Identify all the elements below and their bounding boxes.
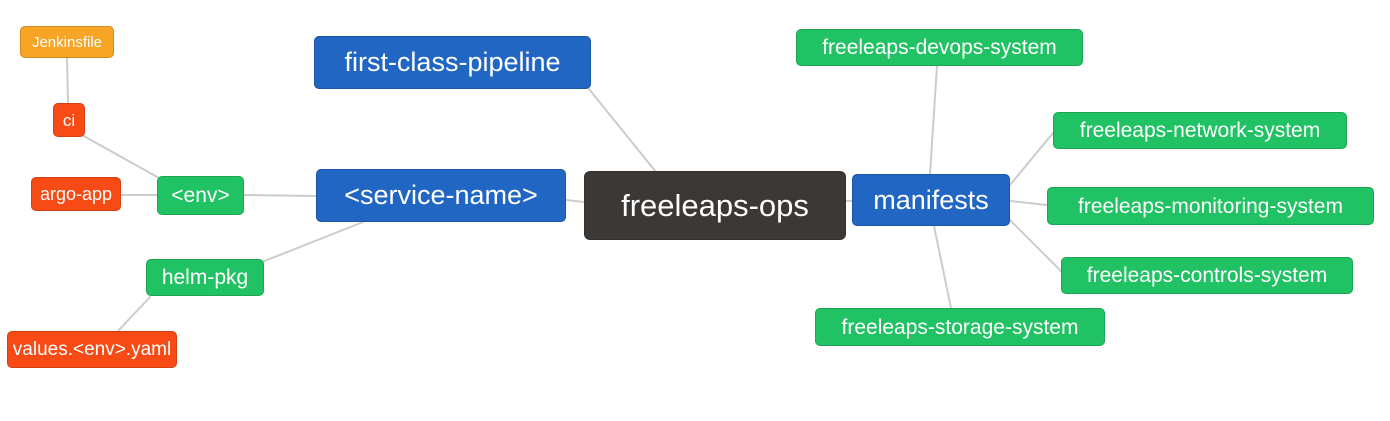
- edge-jenkinsfile-ci: [66, 57, 69, 104]
- edge-ci-env: [81, 134, 160, 179]
- node-freeleaps-ops[interactable]: freeleaps-ops: [584, 171, 846, 240]
- node-values-env-yaml[interactable]: values.<env>.yaml: [7, 331, 177, 368]
- node-first-class-pipeline[interactable]: first-class-pipeline: [314, 36, 591, 89]
- edge-manifests-network: [1009, 132, 1054, 186]
- edge-service-freeleaps-ops: [565, 199, 585, 203]
- node-freeleaps-ops-label: freeleaps-ops: [621, 188, 809, 223]
- edge-values-helm-pkg: [117, 296, 151, 332]
- node-freeleaps-storage-system[interactable]: freeleaps-storage-system: [815, 308, 1105, 346]
- node-service-name-label: <service-name>: [344, 180, 538, 210]
- edge-helm-pkg-service-name: [261, 221, 364, 263]
- edge-manifests-monitoring: [1009, 200, 1048, 206]
- node-freeleaps-storage-system-label: freeleaps-storage-system: [841, 315, 1079, 339]
- edge-manifests-storage: [933, 225, 952, 309]
- node-freeleaps-monitoring-system[interactable]: freeleaps-monitoring-system: [1047, 187, 1374, 225]
- node-argo-app[interactable]: argo-app: [31, 177, 121, 211]
- node-freeleaps-network-system-label: freeleaps-network-system: [1079, 119, 1321, 142]
- node-manifests[interactable]: manifests: [852, 174, 1010, 226]
- node-helm-pkg[interactable]: helm-pkg: [146, 259, 264, 296]
- node-jenkinsfile-label: Jenkinsfile: [31, 33, 103, 51]
- node-manifests-label: manifests: [873, 184, 989, 215]
- node-ci[interactable]: ci: [53, 103, 85, 137]
- node-freeleaps-devops-system-label: freeleaps-devops-system: [822, 36, 1057, 59]
- node-freeleaps-network-system[interactable]: freeleaps-network-system: [1053, 112, 1347, 149]
- node-freeleaps-monitoring-system-label: freeleaps-monitoring-system: [1078, 194, 1343, 218]
- node-service-name[interactable]: <service-name>: [316, 169, 566, 222]
- edge-manifests-devops: [929, 65, 938, 175]
- node-argo-app-label: argo-app: [39, 184, 113, 204]
- node-env[interactable]: <env>: [157, 176, 244, 215]
- node-values-env-yaml-label: values.<env>.yaml: [12, 339, 172, 360]
- edge-manifests-controls: [1007, 217, 1062, 272]
- node-freeleaps-devops-system[interactable]: freeleaps-devops-system: [796, 29, 1083, 66]
- node-first-class-pipeline-label: first-class-pipeline: [344, 47, 561, 77]
- edge-pipeline-freeleaps-ops: [588, 88, 657, 173]
- node-jenkinsfile[interactable]: Jenkinsfile: [20, 26, 114, 58]
- edge-env-service-name: [243, 194, 317, 197]
- node-freeleaps-controls-system[interactable]: freeleaps-controls-system: [1061, 257, 1353, 294]
- node-ci-label: ci: [62, 110, 76, 130]
- node-helm-pkg-label: helm-pkg: [161, 266, 249, 289]
- node-freeleaps-controls-system-label: freeleaps-controls-system: [1086, 264, 1328, 287]
- node-env-label: <env>: [171, 184, 230, 207]
